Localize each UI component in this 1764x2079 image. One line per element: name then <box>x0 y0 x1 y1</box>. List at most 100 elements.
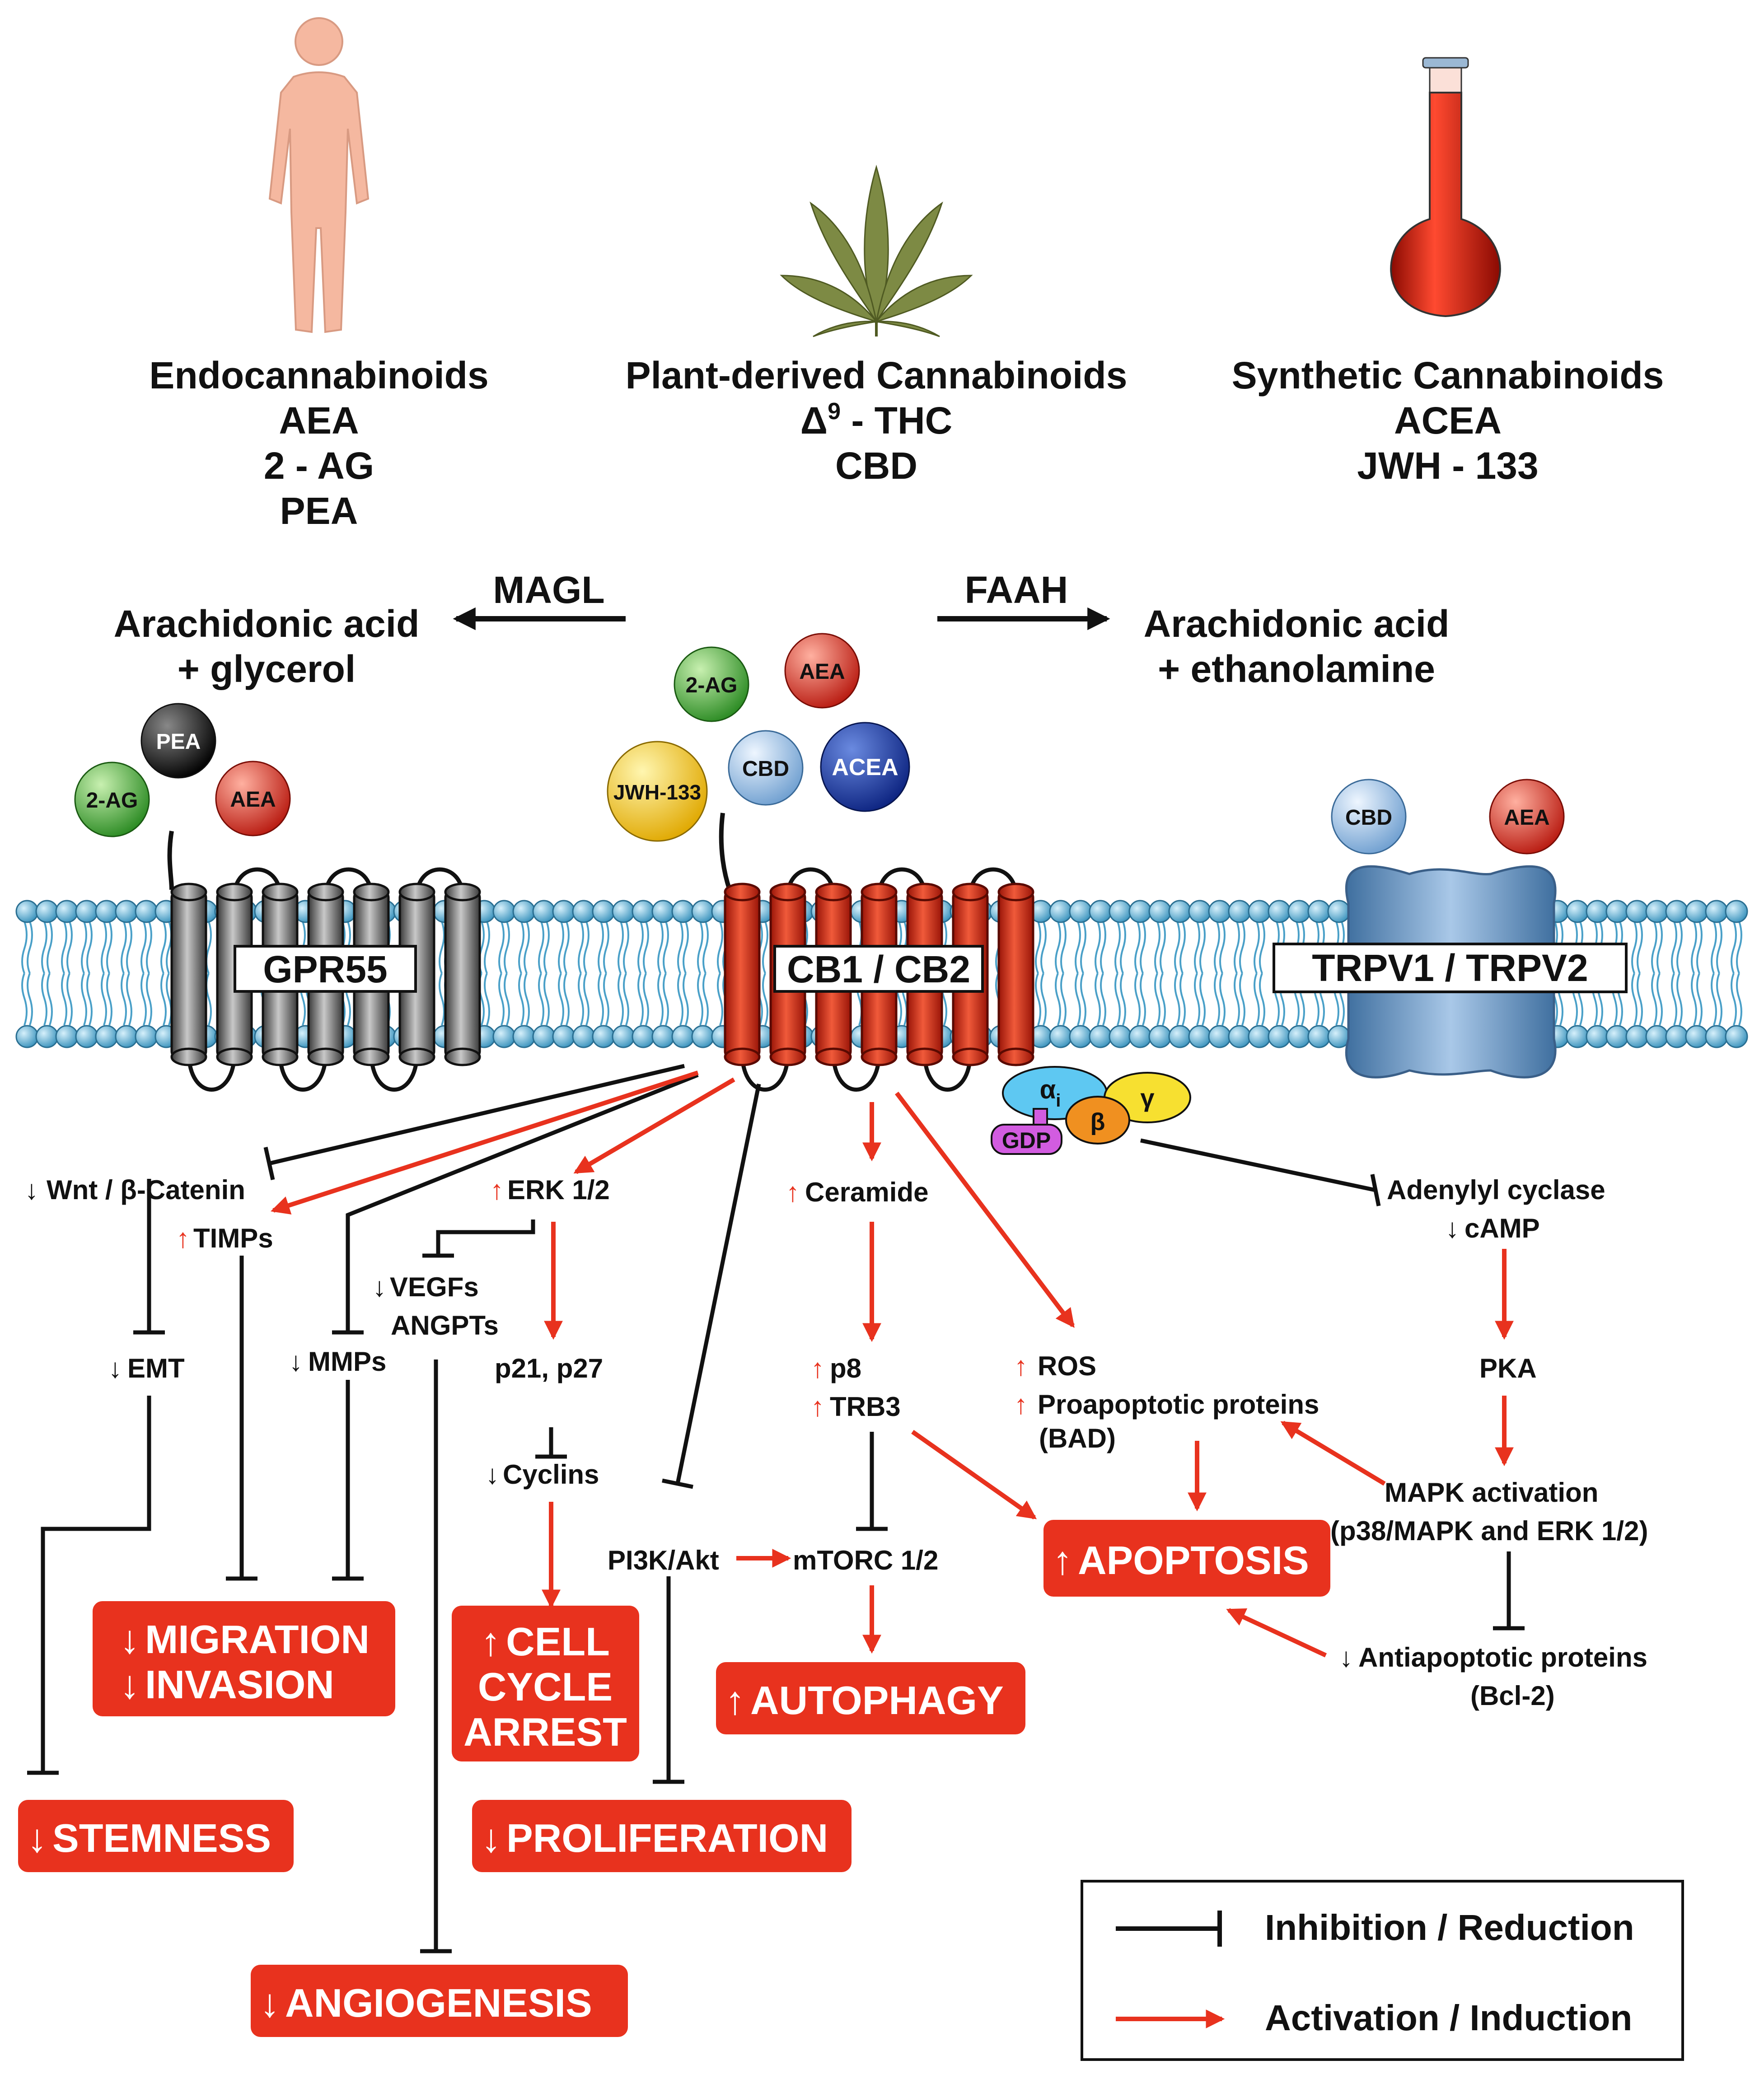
outcome-apoptosis: ↑APOPTOSIS <box>1043 1520 1330 1597</box>
ligand-label: ACEA <box>832 754 898 780</box>
lipid-head <box>1327 900 1351 923</box>
ligand-label: AEA <box>1504 806 1549 830</box>
lipid-head <box>632 1025 655 1048</box>
gpr55-receptor: GPR55 <box>167 831 481 1092</box>
lipid-head <box>1685 1025 1708 1048</box>
ros-label: ↑ROS <box>1014 1351 1096 1381</box>
outcome-proliferation: ↓PROLIFERATION <box>472 1800 852 1872</box>
transmembrane-helix <box>724 891 761 1058</box>
lipid-head <box>1228 1025 1251 1048</box>
cb-label: CB1 / CB2 <box>787 948 970 990</box>
wnt-label: ↓Wnt / β-Catenin <box>25 1175 245 1205</box>
lipid-head <box>35 1025 59 1048</box>
legend-activation-label: Activation / Induction <box>1265 1998 1632 2038</box>
lipid-head <box>1148 900 1172 923</box>
ligand-label: AEA <box>799 660 845 684</box>
bcl2-label: (Bcl-2) <box>1470 1681 1555 1711</box>
lipid-head <box>1248 900 1271 923</box>
endo-item: 2 - AG <box>264 444 374 487</box>
ligand-jwh133 <box>607 741 708 842</box>
lipid-head <box>115 1025 138 1048</box>
adenylyl-label: Adenylyl cyclase <box>1387 1175 1605 1205</box>
ligand-label: JWH-133 <box>613 780 701 804</box>
lipid-head <box>1188 1025 1212 1048</box>
ligands-trpv: CBD AEA <box>1331 779 1565 855</box>
p8-label: ↑p8 <box>811 1353 861 1383</box>
lipid-head <box>135 900 158 923</box>
synthetic-item: ACEA <box>1394 399 1502 442</box>
lipid-head <box>691 1025 715 1048</box>
g-protein-complex: αi γ β GDP <box>991 1066 1191 1155</box>
lipid-head <box>532 1025 556 1048</box>
lipid-head <box>1109 1025 1132 1048</box>
mediator-labels: ↓Wnt / β-Catenin ↑TIMPs ↓EMT ↓MMPs ↓VEGF… <box>25 1175 1648 1711</box>
lipid-head <box>75 900 98 923</box>
ligand-aea <box>784 633 860 709</box>
svg-text:↓INVASION: ↓INVASION <box>120 1662 334 1707</box>
lipid-head <box>572 1025 595 1048</box>
erk-label: ↑ERK 1/2 <box>490 1175 610 1205</box>
lipid-head <box>1089 900 1112 923</box>
lipid-head <box>1665 900 1689 923</box>
lipid-head <box>552 900 576 923</box>
lipid-head <box>1208 1025 1231 1048</box>
antiapoptotic-label: ↓Antiapoptotic proteins <box>1339 1642 1647 1673</box>
synthetic-item: JWH - 133 <box>1357 444 1538 487</box>
magl-label: MAGL <box>493 569 604 611</box>
lipid-head <box>691 900 715 923</box>
ligand-2ag <box>674 646 749 722</box>
magl-product: + glycerol <box>178 648 356 690</box>
outcome-stemness: ↓STEMNESS <box>18 1800 294 1872</box>
lipid-head <box>612 1025 635 1048</box>
plant-item: CBD <box>835 444 917 487</box>
lipid-head <box>1566 1025 1589 1048</box>
trb3-label: ↑TRB3 <box>811 1392 901 1422</box>
ligand-2ag <box>74 762 150 837</box>
lipid-head <box>1725 900 1748 923</box>
human-figure-icon <box>268 17 370 333</box>
lipid-head <box>1625 1025 1649 1048</box>
lipid-head <box>612 900 635 923</box>
faah-product: + ethanolamine <box>1158 648 1435 690</box>
lipid-head <box>1586 1025 1609 1048</box>
outcome-label: PROLIFERATION <box>506 1816 828 1860</box>
timps-label: ↑TIMPs <box>176 1223 273 1253</box>
ligand-label: CBD <box>742 757 789 781</box>
lipid-head <box>1665 1025 1689 1048</box>
faah-reaction: FAAH Arachidonic acid + ethanolamine <box>937 569 1449 690</box>
lipid-head <box>512 1025 536 1048</box>
endo-item: AEA <box>279 399 359 442</box>
lipid-head <box>1307 1025 1331 1048</box>
lipid-head <box>592 900 615 923</box>
svg-text:↑AUTOPHAGY: ↑AUTOPHAGY <box>725 1678 1004 1723</box>
svg-text:↑CELL: ↑CELL <box>481 1619 610 1664</box>
lipid-head <box>1049 1025 1072 1048</box>
outcome-angiogenesis: ↓ANGIOGENESIS <box>251 1965 628 2037</box>
pi3k-label: PI3K/Akt <box>608 1545 719 1575</box>
lipid-head <box>1248 1025 1271 1048</box>
lipid-head <box>1128 900 1152 923</box>
faah-product: Arachidonic acid <box>1144 603 1450 645</box>
ligand-aea <box>1489 779 1565 855</box>
lipid-head <box>1705 1025 1728 1048</box>
pathway-connectors <box>27 1064 1525 1953</box>
outcome-migration-invasion: ↓MIGRATION ↓INVASION <box>93 1601 395 1716</box>
lipid-head <box>1069 900 1092 923</box>
p21-label: p21, p27 <box>495 1353 603 1383</box>
flask-icon <box>1390 57 1501 318</box>
lipid-head <box>55 1025 79 1048</box>
outcome-label: STEMNESS <box>52 1816 271 1860</box>
endo-item: PEA <box>280 490 358 532</box>
ligand-label: CBD <box>1345 806 1392 830</box>
mapk-detail: (p38/MAPK and ERK 1/2) <box>1330 1516 1648 1546</box>
endo-title: Endocannabinoids <box>149 354 488 397</box>
lipid-head <box>572 900 595 923</box>
lipid-head <box>1685 900 1708 923</box>
lipid-head <box>651 1025 675 1048</box>
transmembrane-helix <box>444 891 481 1058</box>
lipid-head <box>1287 1025 1311 1048</box>
g-beta-label: β <box>1090 1108 1105 1135</box>
ligands-gpr55: PEA 2-AG AEA <box>74 703 291 837</box>
